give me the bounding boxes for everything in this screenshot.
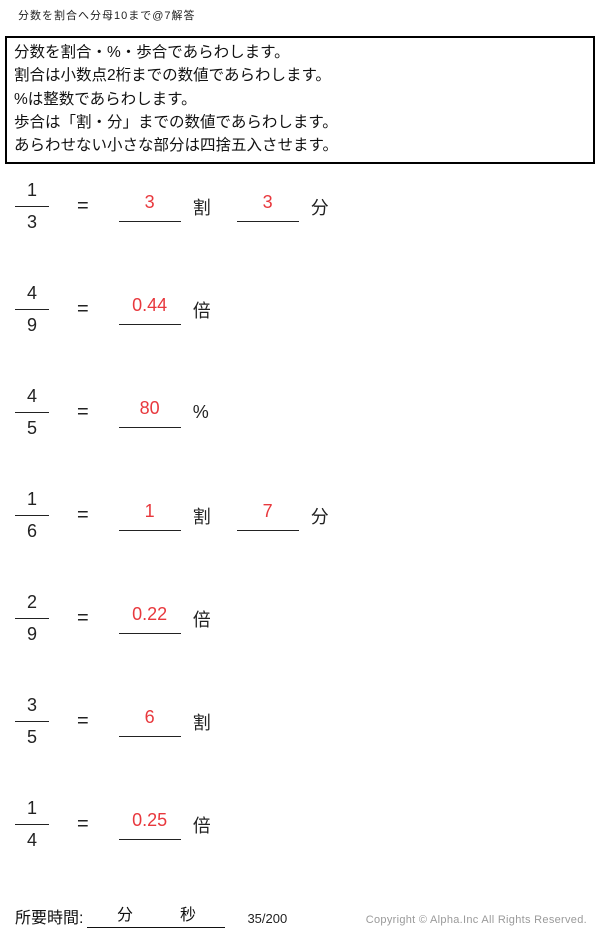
fraction-denominator: 9 [26, 315, 37, 335]
answer-unit: 割 [192, 197, 211, 218]
answer-group-2: 7 分 [236, 501, 329, 531]
answer-group-1: 0.44 倍 [118, 295, 211, 325]
equals-sign: = [77, 607, 89, 629]
fraction-denominator: 9 [26, 624, 37, 644]
answer-unit: 倍 [192, 300, 211, 321]
problem-row: 1 4 = 0.25 倍 [15, 773, 585, 876]
answer-value: 0.22 [118, 598, 181, 634]
fraction-numerator: 3 [15, 695, 49, 722]
answer-unit: 割 [192, 712, 211, 733]
time-blank: 分 秒 [87, 901, 226, 928]
problem-row: 2 9 = 0.22 倍 [15, 567, 585, 670]
problems: 1 3 = 3 割 3 分 4 9 = 0.44 倍 4 5 = [15, 155, 585, 876]
answer-value: 6 [118, 701, 181, 737]
fraction: 2 9 [15, 592, 49, 645]
answer-value: 3 [236, 186, 299, 222]
seconds-label: 秒 [179, 907, 196, 924]
copyright: Copyright © Alpha.Inc All Rights Reserve… [365, 914, 587, 926]
answer-unit: % [192, 402, 209, 422]
fraction-numerator: 2 [15, 592, 49, 619]
answer-group-1: 0.22 倍 [118, 604, 211, 634]
answer-group-1: 1 割 [118, 501, 211, 531]
fraction: 4 9 [15, 283, 49, 336]
answer-value: 0.44 [118, 289, 181, 325]
answer-unit: 倍 [192, 609, 211, 630]
page-title: 分数を割合へ分母10まで@7解答 [18, 10, 196, 22]
page-indicator: 35/200 [247, 911, 288, 926]
answer-value: 7 [236, 495, 299, 531]
fraction-numerator: 1 [15, 489, 49, 516]
instruction-line: あらわせない小さな部分は四捨五入させます。 [14, 137, 338, 155]
time-label: 所要時間: [15, 910, 84, 927]
problem-row: 4 9 = 0.44 倍 [15, 258, 585, 361]
equals-sign: = [77, 504, 89, 526]
fraction-numerator: 4 [15, 283, 49, 310]
problem-row: 3 5 = 6 割 [15, 670, 585, 773]
answer-group-1: 6 割 [118, 707, 211, 737]
equals-sign: = [77, 195, 89, 217]
fraction: 1 6 [15, 489, 49, 542]
instruction-line: 割合は小数点2桁までの数値であらわします。 [14, 67, 331, 85]
answer-value: 3 [118, 186, 181, 222]
minutes-label: 分 [116, 907, 133, 924]
equals-sign: = [77, 710, 89, 732]
answer-value: 1 [118, 495, 181, 531]
fraction-denominator: 6 [26, 521, 37, 541]
answer-group-1: 3 割 [118, 192, 211, 222]
problem-row: 4 5 = 80 % [15, 361, 585, 464]
fraction-denominator: 3 [26, 212, 37, 232]
fraction: 1 3 [15, 180, 49, 233]
problem-row: 1 3 = 3 割 3 分 [15, 155, 585, 258]
answer-group-1: 0.25 倍 [118, 810, 211, 840]
fraction-denominator: 4 [26, 830, 37, 850]
fraction-denominator: 5 [26, 418, 37, 438]
answer-unit: 分 [310, 506, 329, 527]
fraction-numerator: 1 [15, 180, 49, 207]
instruction-line: 分数を割合・%・歩合であらわします。 [14, 44, 290, 61]
instruction-line: %は整数であらわします。 [14, 90, 197, 108]
fraction-denominator: 5 [26, 727, 37, 747]
answer-group-2: 3 分 [236, 192, 329, 222]
fraction-numerator: 4 [15, 386, 49, 413]
instruction-box: 分数を割合・%・歩合であらわします。割合は小数点2桁までの数値であらわします。%… [5, 36, 595, 165]
answer-unit: 倍 [192, 815, 211, 836]
equals-sign: = [77, 298, 89, 320]
equals-sign: = [77, 401, 89, 423]
fraction: 4 5 [15, 386, 49, 439]
answer-value: 80 [118, 392, 181, 428]
fraction: 3 5 [15, 695, 49, 748]
equals-sign: = [77, 813, 89, 835]
footer: 所要時間: 分 秒 35/200 Copyright © Alpha.Inc A… [15, 901, 587, 928]
answer-value: 0.25 [118, 804, 181, 840]
fraction-numerator: 1 [15, 798, 49, 825]
answer-unit: 割 [192, 506, 211, 527]
answer-unit: 分 [310, 197, 329, 218]
instruction-line: 歩合は「割・分」までの数値であらわします。 [14, 113, 338, 131]
answer-group-1: 80 % [118, 398, 209, 428]
fraction: 1 4 [15, 798, 49, 851]
problem-row: 1 6 = 1 割 7 分 [15, 464, 585, 567]
